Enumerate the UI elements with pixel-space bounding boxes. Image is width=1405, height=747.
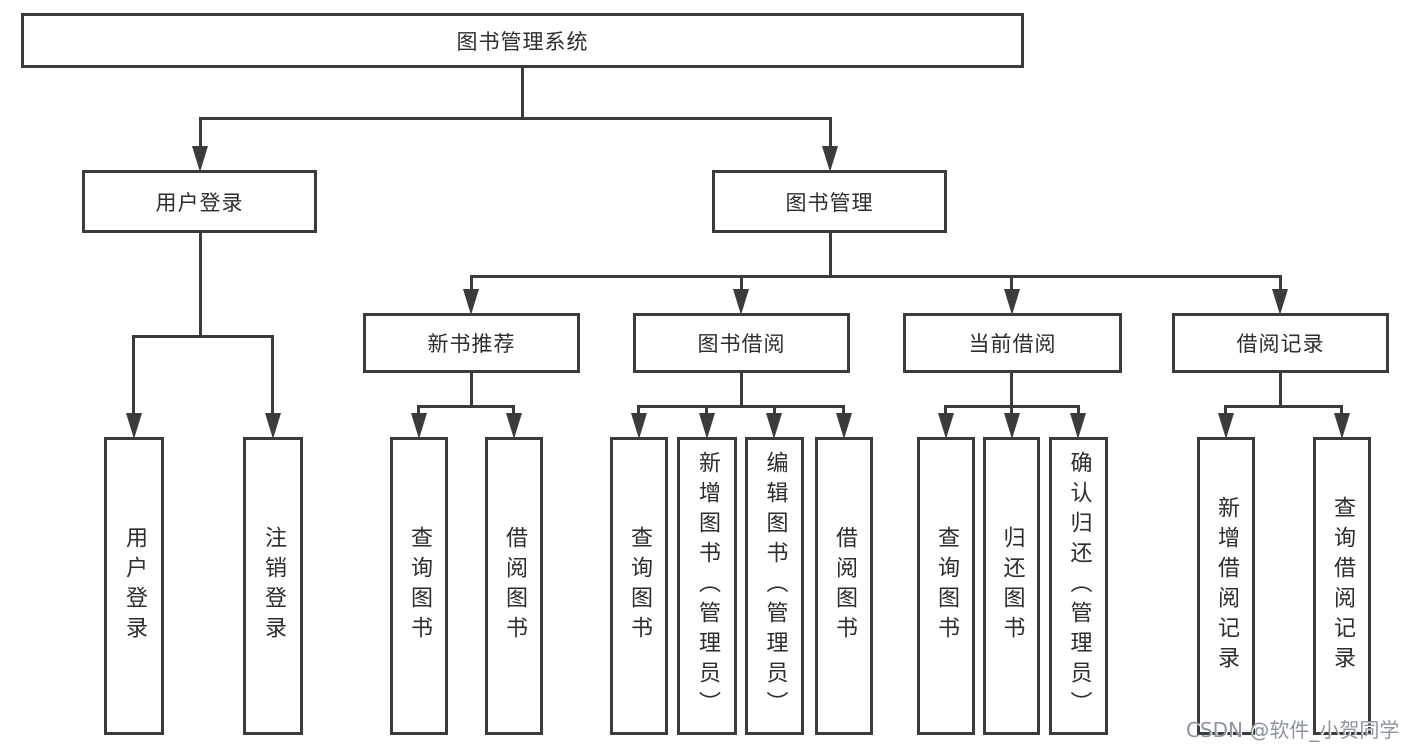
node-label: 当前借阅 — [968, 332, 1057, 356]
arrow-down-icon — [126, 413, 142, 439]
arrow-down-icon — [733, 289, 749, 315]
arrow-down-icon — [1334, 413, 1350, 439]
connector-line — [417, 405, 420, 417]
node-label: 图书管理系统 — [456, 29, 589, 54]
connector-line — [829, 117, 832, 149]
node-label: 用户登录 — [122, 526, 147, 646]
node-label: 新增借阅记录 — [1214, 496, 1239, 676]
connector-line — [521, 66, 524, 119]
leaf-confirm-return-admin: 确认归还（管理员） — [1049, 437, 1108, 735]
arrow-down-icon — [836, 413, 852, 439]
connector-line — [199, 117, 832, 120]
connector-line — [132, 335, 135, 415]
connector-line — [944, 405, 947, 417]
node-label: 查询图书 — [934, 526, 959, 646]
arrow-down-icon — [463, 289, 479, 315]
node-label: 注销登录 — [261, 526, 286, 646]
connector-line — [470, 275, 1282, 278]
leaf-user-login: 用户登录 — [104, 437, 164, 735]
leaf-logout: 注销登录 — [243, 437, 303, 735]
node-book-management: 图书管理 — [712, 170, 947, 233]
node-label: 新书推荐 — [427, 332, 516, 356]
arrow-down-icon — [766, 413, 782, 439]
arrow-down-icon — [1218, 413, 1234, 439]
connector-line — [705, 405, 708, 417]
node-label: 查询图书 — [627, 526, 652, 646]
leaf-query-books-recommend: 查询图书 — [390, 437, 448, 735]
connector-line — [740, 275, 743, 291]
connector-line — [1224, 405, 1227, 417]
connector-line — [1010, 405, 1013, 417]
connector-line — [842, 405, 845, 417]
connector-line — [470, 373, 473, 407]
connector-line — [512, 405, 515, 417]
node-current-borrowing: 当前借阅 — [903, 313, 1122, 373]
connector-line — [199, 117, 202, 149]
node-label: 图书借阅 — [697, 332, 786, 356]
connector-line — [1340, 405, 1343, 417]
arrow-down-icon — [1272, 289, 1288, 315]
leaf-borrow-books: 借阅图书 — [815, 437, 873, 735]
node-label: 编辑图书（管理员） — [762, 451, 788, 721]
node-label: 归还图书 — [999, 526, 1025, 646]
connector-line — [773, 405, 776, 417]
connector-line — [829, 233, 832, 277]
node-label: 借阅记录 — [1236, 332, 1325, 356]
leaf-return-books: 归还图书 — [983, 437, 1040, 735]
arrow-down-icon — [699, 413, 715, 439]
connector-line — [1224, 405, 1343, 408]
node-label: 图书管理 — [785, 190, 874, 215]
leaf-query-books-current: 查询图书 — [917, 437, 975, 735]
connector-line — [1010, 275, 1013, 291]
node-label: 用户登录 — [155, 190, 244, 215]
watermark: CSDN @软件_小贺同学 — [1186, 718, 1400, 742]
node-label: 查询图书 — [407, 526, 432, 646]
connector-line — [637, 405, 640, 417]
connector-line — [271, 335, 274, 415]
node-label: 查询借阅记录 — [1330, 496, 1355, 676]
node-new-book-recommendation: 新书推荐 — [363, 313, 580, 373]
leaf-query-borrow-record: 查询借阅记录 — [1313, 437, 1371, 735]
arrow-down-icon — [631, 413, 647, 439]
leaf-query-books-borrowing: 查询图书 — [610, 437, 668, 735]
arrow-down-icon — [265, 413, 281, 439]
connector-line — [470, 275, 473, 291]
arrow-down-icon — [411, 413, 427, 439]
connector-line — [132, 335, 274, 338]
node-label: 确认归还（管理员） — [1066, 451, 1092, 721]
connector-line — [1010, 373, 1013, 407]
connector-line — [417, 405, 515, 408]
node-label: 借阅图书 — [502, 526, 527, 646]
arrow-down-icon — [192, 146, 208, 172]
node-book-borrowing: 图书借阅 — [633, 313, 850, 373]
leaf-edit-books-admin: 编辑图书（管理员） — [745, 437, 804, 735]
arrow-down-icon — [1070, 413, 1086, 439]
node-library-management-system: 图书管理系统 — [21, 13, 1024, 68]
connector-line — [1077, 405, 1080, 417]
leaf-borrow-books-recommend: 借阅图书 — [485, 437, 543, 735]
node-label: 新增图书（管理员） — [695, 451, 720, 721]
leaf-add-books-admin: 新增图书（管理员） — [677, 437, 737, 735]
leaf-add-borrow-record: 新增借阅记录 — [1197, 437, 1255, 735]
connector-line — [1279, 373, 1282, 407]
connector-line — [199, 233, 202, 337]
arrow-down-icon — [938, 413, 954, 439]
node-label: 借阅图书 — [832, 526, 857, 646]
node-user-login: 用户登录 — [82, 170, 317, 233]
arrow-down-icon — [822, 146, 838, 172]
arrow-down-icon — [1004, 413, 1020, 439]
arrow-down-icon — [1004, 289, 1020, 315]
connector-line — [740, 373, 743, 407]
connector-line — [1279, 275, 1282, 291]
node-borrowing-records: 借阅记录 — [1172, 313, 1389, 373]
arrow-down-icon — [506, 413, 522, 439]
connector-line — [637, 405, 845, 408]
